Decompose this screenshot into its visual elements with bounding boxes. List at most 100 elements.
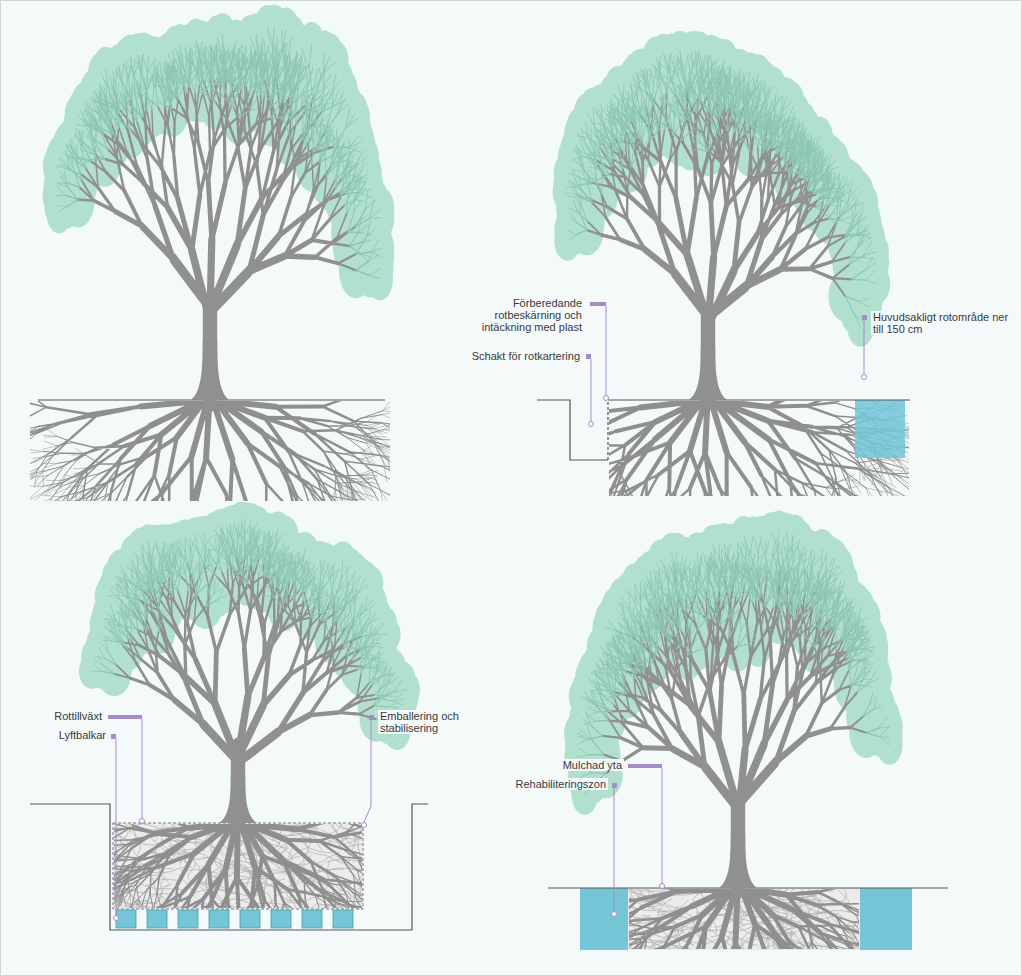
- root-strokes: [629, 889, 859, 949]
- callout-bar: [108, 715, 142, 719]
- fine-root: [310, 852, 345, 863]
- roots: [629, 889, 859, 949]
- leader-line: [614, 788, 615, 911]
- fine-root: [842, 889, 857, 890]
- callout-marker: [586, 354, 591, 359]
- leaders: [116, 306, 864, 915]
- callout-label: Förberedande rotbeskärning och intäcknin…: [468, 297, 584, 333]
- branch-stroke: [566, 50, 877, 326]
- rehab-zone: [860, 888, 912, 950]
- tree-figure: [43, 4, 395, 400]
- fine-root: [147, 886, 185, 891]
- callout-label: Rottillväxt: [52, 710, 104, 722]
- wrapping-outline: [113, 823, 363, 909]
- roots: [609, 401, 909, 496]
- branches: [92, 519, 407, 823]
- roots: [30, 401, 390, 501]
- root-strokes: [30, 401, 390, 501]
- tree-crown: [553, 31, 891, 347]
- tree-crown: [79, 502, 420, 750]
- callout-bar: [590, 302, 606, 306]
- rehab-zone: [580, 888, 628, 950]
- callout-bar: [628, 764, 662, 768]
- fine-root: [341, 838, 362, 846]
- leader-line: [364, 720, 371, 822]
- fine-root: [646, 889, 654, 911]
- leader-dot: [362, 823, 367, 828]
- tree-figure: [553, 31, 891, 400]
- branch-stroke: [705, 743, 776, 820]
- lift-beam: [302, 910, 322, 928]
- lift-beam: [333, 910, 353, 928]
- leader-dot: [604, 396, 609, 401]
- branch-stroke: [114, 824, 362, 908]
- callout-label: Schakt för rotkartering: [470, 350, 582, 362]
- callout-marker: [111, 734, 116, 739]
- branches: [56, 26, 381, 400]
- branches: [577, 530, 889, 888]
- leader-dot: [589, 422, 594, 427]
- lift-beam: [147, 910, 167, 928]
- branch-stroke: [115, 140, 315, 258]
- branch-stroke: [92, 519, 407, 732]
- ground-line: [608, 399, 910, 400]
- roots: [114, 824, 362, 908]
- callout-label: Lyftbalkar: [57, 729, 108, 741]
- branch-stroke: [114, 824, 362, 908]
- branch-stroke: [173, 240, 249, 321]
- tree: [79, 502, 420, 823]
- tree-figure: [564, 510, 903, 888]
- markers: [108, 302, 867, 788]
- leader-dot: [114, 916, 119, 921]
- leader-dot: [140, 819, 145, 824]
- branches: [566, 50, 877, 400]
- trunk-flare: [219, 775, 257, 823]
- branch-stroke: [56, 26, 381, 278]
- branch-stroke: [609, 401, 891, 496]
- leader-dot: [612, 912, 617, 917]
- root-strokes: [609, 401, 909, 496]
- tree: [553, 31, 891, 400]
- callout-label: Mulchad yta: [561, 759, 624, 771]
- tree: [564, 510, 903, 888]
- leader-line: [591, 359, 592, 421]
- root-zone: [855, 400, 905, 458]
- trunk-flare: [689, 346, 727, 400]
- branch-stroke: [114, 824, 362, 908]
- callout-label: Emballering och stabilisering: [378, 710, 477, 734]
- trunk-flare: [719, 834, 757, 888]
- branch-stroke: [30, 401, 390, 501]
- branch-stroke: [629, 889, 859, 949]
- tree: [43, 4, 395, 400]
- leader-line: [864, 320, 865, 374]
- lift-beam: [271, 910, 291, 928]
- branch-stroke: [609, 401, 909, 496]
- callout-marker: [862, 315, 867, 320]
- branch-stroke: [30, 401, 390, 501]
- branch-stroke: [589, 548, 880, 784]
- branch-stroke: [65, 49, 370, 276]
- callout-marker: [612, 783, 617, 788]
- lift-beam: [209, 910, 229, 928]
- lift-beam: [116, 910, 136, 928]
- fine-root: [715, 915, 749, 928]
- branch-stroke: [629, 889, 859, 949]
- leader-line: [116, 739, 117, 915]
- tree-crown: [43, 4, 395, 300]
- leader-line: [606, 306, 607, 395]
- branch-stroke: [609, 401, 909, 496]
- trunk-flare: [191, 340, 229, 400]
- callout-label: Huvudsakligt rotområde ner till 150 cm: [871, 311, 1013, 335]
- branch-stroke: [577, 530, 889, 795]
- pruning-edge: [607, 400, 608, 460]
- branch-stroke: [576, 68, 866, 314]
- shaft-outline: [537, 400, 608, 460]
- lift-beam: [178, 910, 198, 928]
- callout-label: Rehabiliteringszon: [514, 778, 609, 790]
- leader-line: [142, 719, 143, 818]
- branch-stroke: [609, 401, 858, 496]
- tree-figure: [79, 502, 420, 823]
- leader-dot: [660, 884, 665, 889]
